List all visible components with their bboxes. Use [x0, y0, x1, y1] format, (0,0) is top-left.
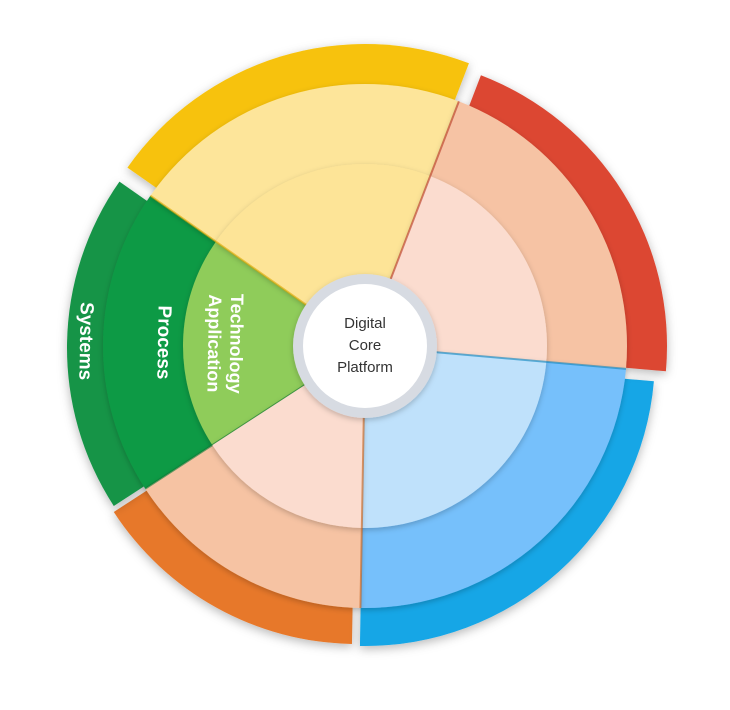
segment-green-outer-label: Systems [74, 302, 96, 381]
center-label-line-1: Digital [344, 315, 386, 332]
center-label-line-3: Platform [337, 359, 393, 376]
segments-layer [67, 43, 668, 647]
center-hub: Digital Core Platform [293, 274, 437, 418]
segment-green-inner-ring [182, 241, 365, 446]
center-label-line-2: Core [349, 337, 382, 354]
segment-green-inner-label-1: Application [203, 294, 225, 392]
segment-green-middle-label: Process [152, 305, 174, 379]
center-fill [303, 284, 427, 408]
segment-green-inner-label-2: Technology [225, 294, 247, 394]
